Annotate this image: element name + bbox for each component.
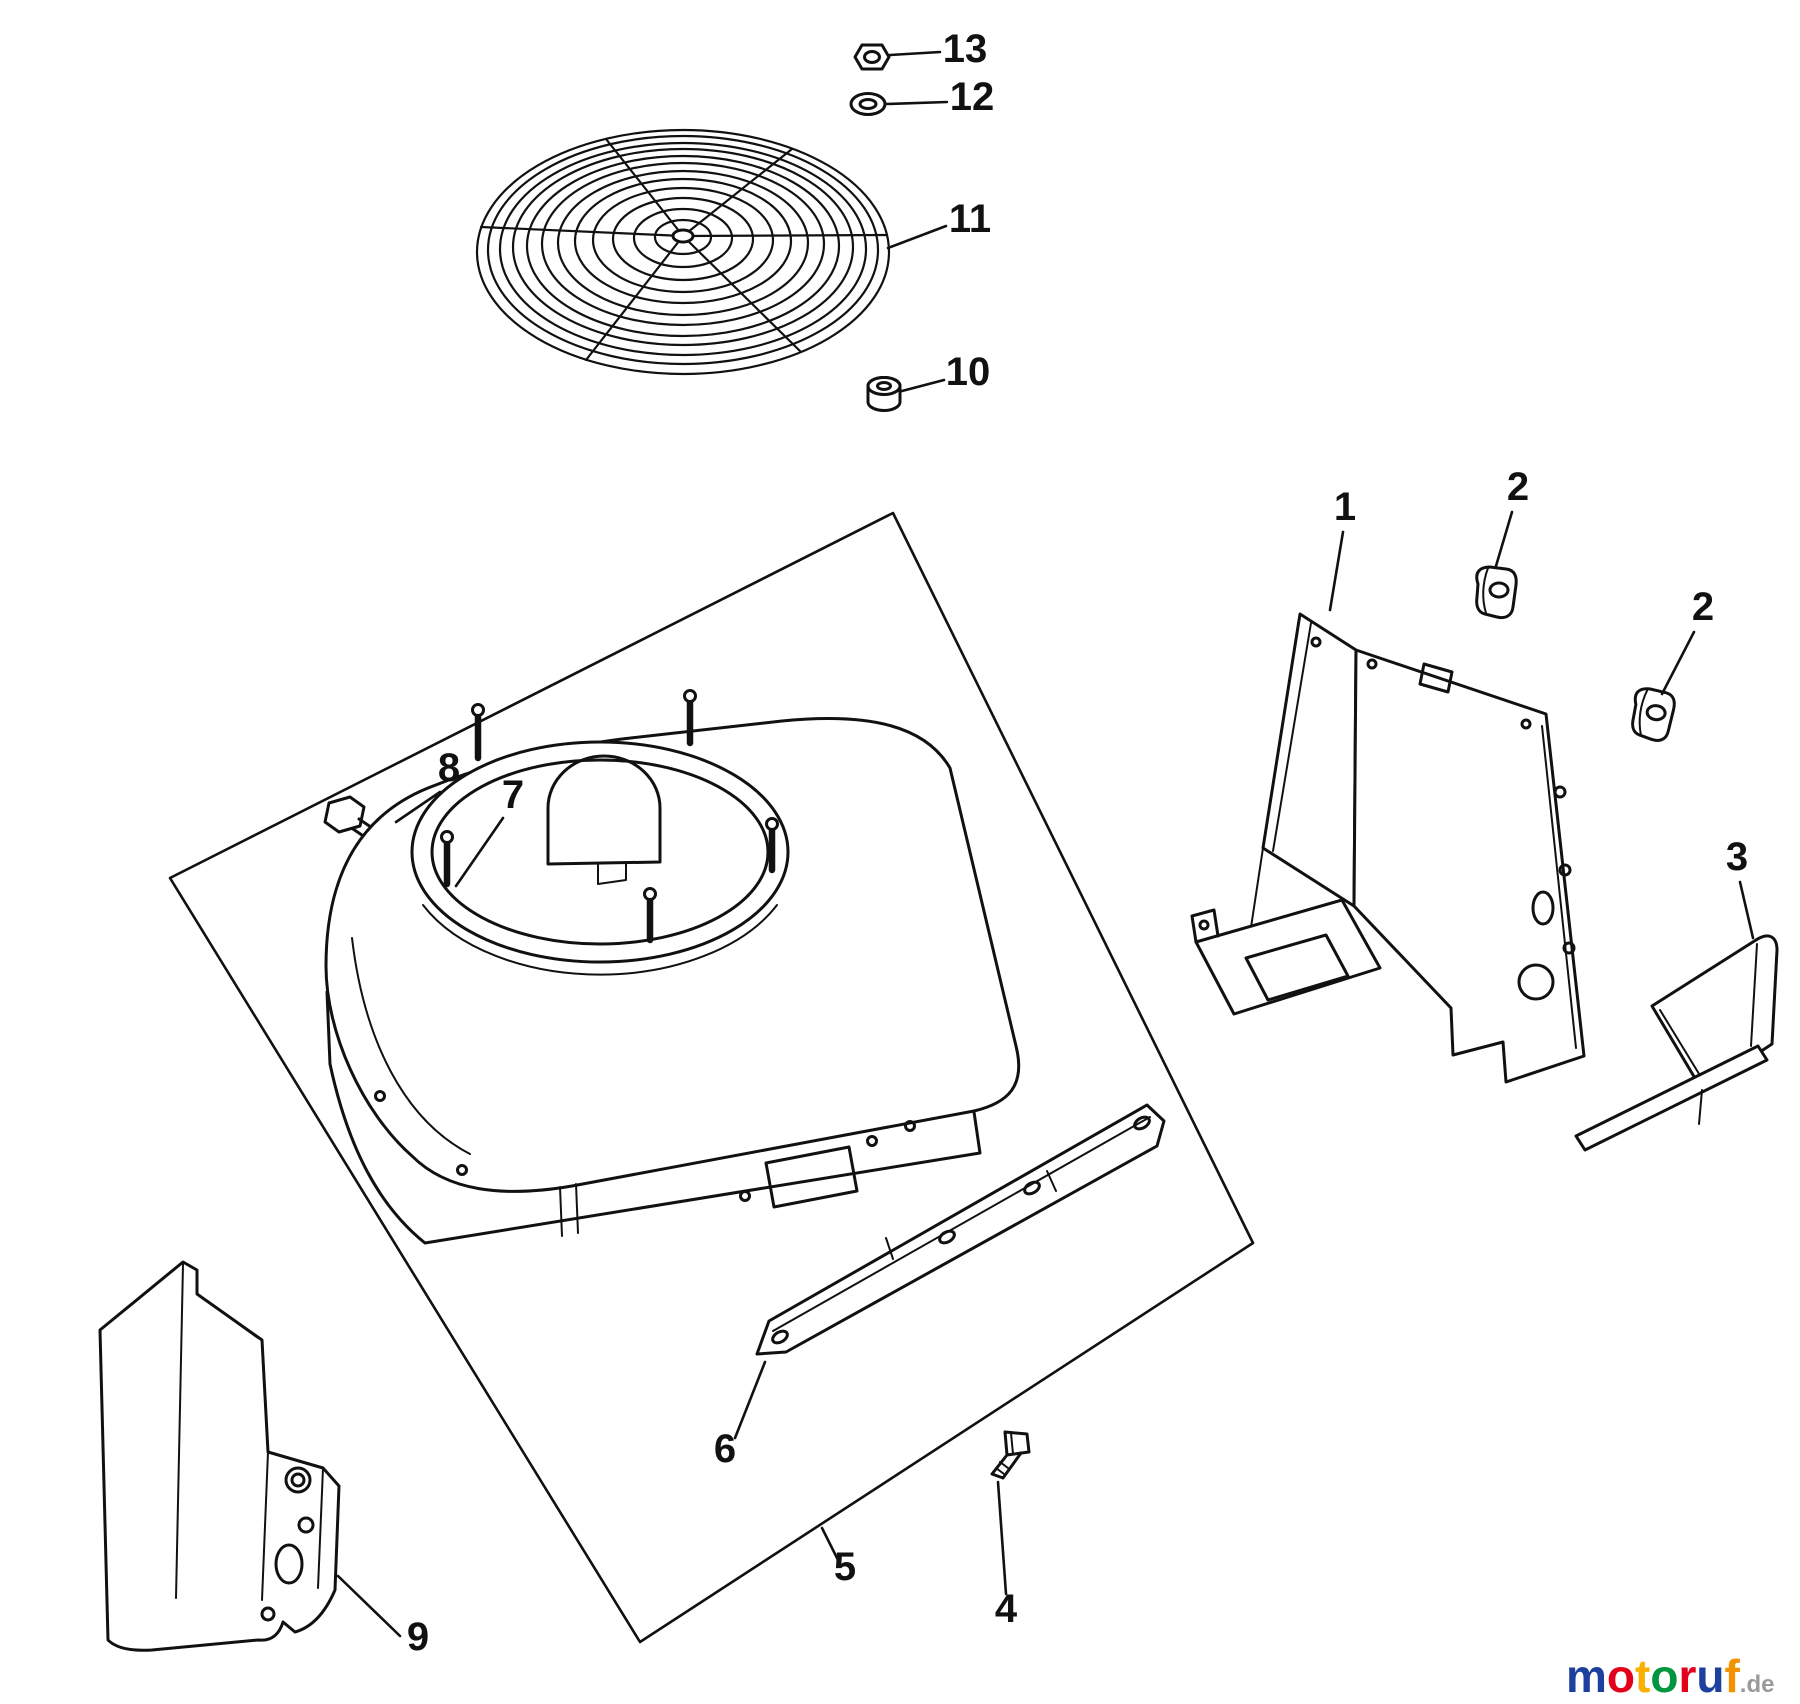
screen-spokes xyxy=(479,137,889,362)
callout-part-7: 7 xyxy=(502,773,524,817)
housing-fan-ring-outer xyxy=(410,740,790,964)
housing-skirt xyxy=(325,990,982,1245)
baffle-strip-part xyxy=(755,1103,1166,1356)
baffle-foot-bracket xyxy=(1194,898,1382,1016)
housing-fan-ring-inner xyxy=(430,758,770,946)
logo-letter: f xyxy=(1724,1650,1740,1702)
baffle-left-wing xyxy=(1261,612,1358,908)
nut-part xyxy=(853,43,891,71)
diagram-linework xyxy=(98,43,1779,1652)
callout-part-6: 6 xyxy=(714,1427,736,1471)
callout-part-12: 12 xyxy=(950,75,995,119)
baffle-front-face xyxy=(1352,648,1586,1084)
clip-part-b xyxy=(1631,687,1676,742)
motoruf-logo: motoruf.de xyxy=(1566,1650,1774,1702)
logo-letter: r xyxy=(1678,1650,1696,1702)
washer-top-part xyxy=(849,92,887,116)
logo-letter: t xyxy=(1635,1650,1650,1702)
logo-letter: u xyxy=(1696,1650,1724,1702)
blower-housing-part xyxy=(324,689,1021,1245)
callout-part-1: 1 xyxy=(1334,485,1356,529)
callout-leader-lines xyxy=(336,50,1755,1638)
logo-letter: o xyxy=(1650,1650,1678,1702)
logo-letter: m xyxy=(1566,1650,1607,1702)
logo-letter: o xyxy=(1607,1650,1635,1702)
callout-part-4: 4 xyxy=(995,1587,1018,1631)
housing-studs xyxy=(440,689,779,944)
clip-part-a xyxy=(1475,565,1518,620)
screw-part xyxy=(990,1430,1031,1480)
callout-part-9: 9 xyxy=(407,1615,429,1659)
spacer-part xyxy=(866,376,902,412)
side-baffle-part xyxy=(98,1260,341,1652)
baffle-small-part xyxy=(1574,934,1779,1152)
callout-part-5: 5 xyxy=(834,1545,856,1589)
logo-suffix: .de xyxy=(1740,1671,1775,1698)
part-callouts: 13 12 11 10 8 7 1 2 2 3 9 5 6 4 xyxy=(407,27,1748,1659)
callout-part-2b: 2 xyxy=(1692,585,1714,629)
callout-part-13: 13 xyxy=(943,27,988,71)
assembly-plane-outline xyxy=(168,511,1255,1644)
air-baffle-large-part xyxy=(1190,612,1586,1084)
callout-part-8: 8 xyxy=(438,746,460,790)
callout-part-2a: 2 xyxy=(1507,465,1529,509)
callout-part-10: 10 xyxy=(946,350,991,394)
fan-guard-screen-part xyxy=(475,128,891,376)
callout-part-11: 11 xyxy=(949,197,991,241)
callout-part-3: 3 xyxy=(1726,835,1748,879)
housing-label-plate xyxy=(764,1145,859,1209)
housing-dome-cover xyxy=(546,754,662,866)
